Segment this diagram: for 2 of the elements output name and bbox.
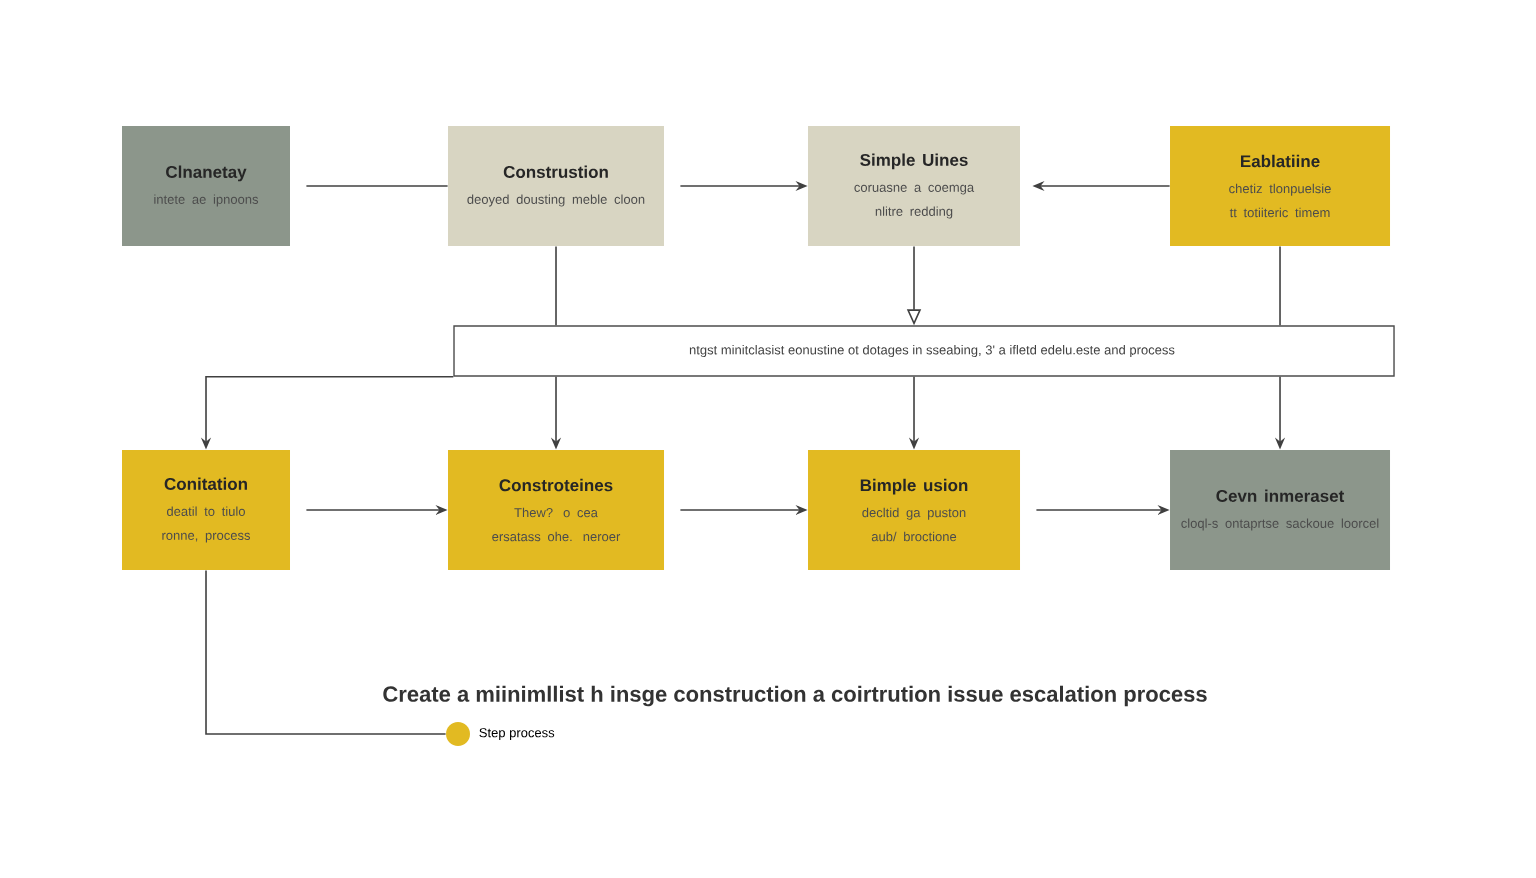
title: Create a miinimllist h insge construction a coirtrution issue escalation process [383,685,1207,707]
marker-dot [446,722,470,746]
